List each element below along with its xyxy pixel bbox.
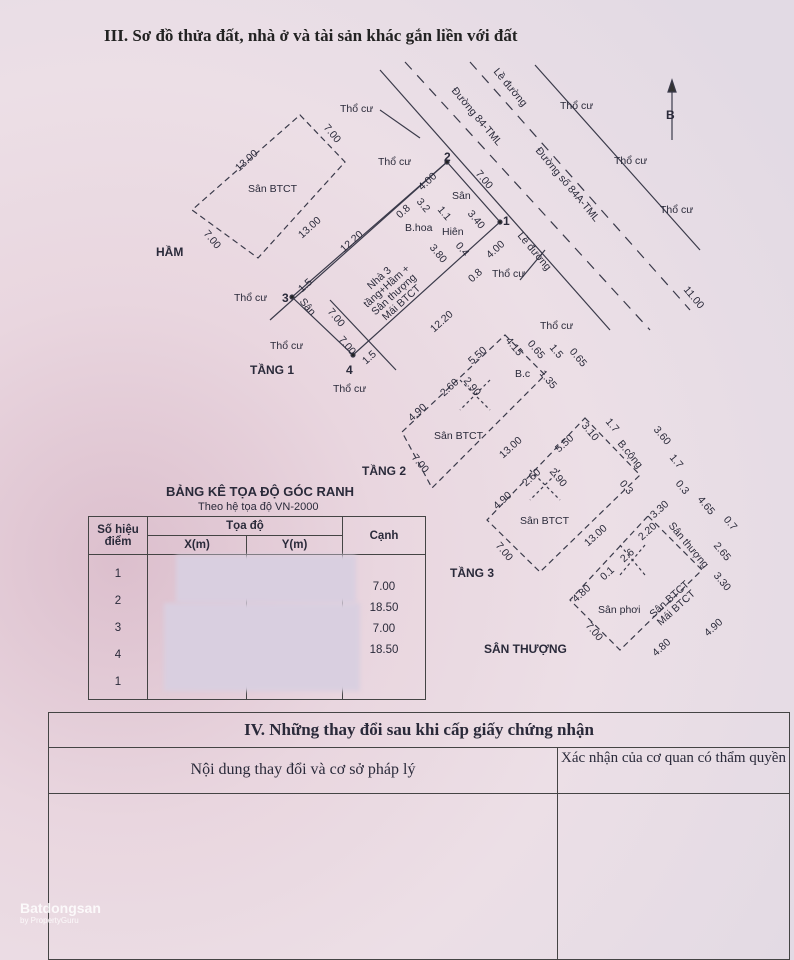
road-line [469, 61, 691, 311]
point-cell: 4 [114, 649, 122, 661]
section4-title: IV. Những thay đổi sau khi cấp giấy chứn… [49, 713, 789, 748]
point-marker [350, 352, 356, 358]
label-ham: HẦM [156, 245, 184, 259]
point-label-4: 4 [346, 363, 353, 377]
stair-markers [459, 379, 646, 576]
redacted-block [176, 555, 356, 603]
point-label-2: 2 [444, 150, 451, 164]
edge-cell: 18.50 [369, 602, 399, 614]
basement-outline [191, 114, 346, 259]
point-cell: 1 [114, 568, 122, 580]
point-label-1: 1 [503, 214, 510, 228]
label-tho-cu: Thổ cư [540, 320, 574, 332]
north-arrowhead-icon [667, 78, 677, 93]
floor3-outline [486, 417, 641, 573]
point-cell: 3 [114, 622, 122, 634]
label-san-btct: Sân BTCT [520, 515, 570, 527]
lot-line [519, 249, 546, 281]
label-b-hoa: B.hoa [405, 222, 433, 234]
label-san-thuong-title: SÂN THƯỢNG [484, 642, 567, 656]
label-tho-cu: Thổ cư [660, 204, 694, 216]
label-tho-cu: Thổ cư [492, 268, 526, 280]
point-marker [497, 219, 503, 225]
edge-cell: 18.50 [369, 644, 399, 656]
watermark-brand: Batdongsan [20, 900, 101, 916]
road-line [404, 61, 651, 331]
label-tho-cu: Thổ cư [333, 383, 367, 395]
header-point: Số hiệu điểm [88, 516, 148, 555]
road-line [534, 64, 701, 251]
label-tang3: TẦNG 3 [450, 566, 495, 580]
header-edge: Cạnh [342, 516, 426, 555]
edge-cell: 7.00 [372, 623, 396, 635]
lot-line [329, 299, 397, 371]
section4-col-confirm: Xác nhận của cơ quan có thẩm quyền [557, 747, 789, 959]
label-b-c: B.c [515, 368, 531, 380]
header-y: Y(m) [246, 535, 343, 555]
redacted-block [164, 603, 360, 691]
label-tang2: TẦNG 2 [362, 464, 407, 478]
label-tho-cu: Thổ cư [270, 340, 304, 352]
lot-line [379, 109, 421, 139]
label-san-btct: Sân BTCT [434, 430, 484, 442]
label-tho-cu: Thổ cư [340, 103, 374, 115]
coord-table-title: BẢNG KÊ TỌA ĐỘ GÓC RANH [166, 484, 355, 499]
roof-outline [569, 515, 703, 651]
label-tho-cu: Thổ cư [234, 292, 268, 304]
edge-cell: 7.00 [372, 581, 396, 593]
section4-col-content: Nội dung thay đổi và cơ sở pháp lý [49, 747, 557, 794]
section4-box: IV. Những thay đổi sau khi cấp giấy chứn… [48, 712, 790, 960]
header-x: X(m) [147, 535, 247, 555]
road-line [379, 69, 611, 331]
label-tho-cu: Thổ cư [560, 100, 594, 112]
label-tho-cu: Thổ cư [614, 155, 648, 167]
label-san: Sân [452, 190, 471, 202]
lot-line [269, 161, 448, 321]
point-column: 1 2 3 4 1 [88, 554, 148, 700]
point-cell: 2 [114, 595, 122, 607]
header-coords: Tọa độ [147, 516, 343, 536]
section3-title: III. Sơ đồ thửa đất, nhà ở và tài sản kh… [104, 26, 518, 45]
point-marker [444, 159, 450, 165]
divider [557, 793, 789, 794]
coord-table-subtitle: Theo hệ tọa độ VN-2000 [198, 501, 319, 513]
label-hien: Hiên [442, 226, 464, 238]
watermark-sub: by PropertyGuru [20, 916, 79, 925]
point-cell: 1 [114, 676, 122, 688]
point-marker [289, 294, 295, 300]
label-tang1: TẦNG 1 [250, 363, 295, 377]
label-tho-cu: Thổ cư [378, 156, 412, 168]
label-san-btct: Sân BTCT [248, 183, 298, 195]
label-san-phoi: Sân phơi [598, 604, 641, 616]
point-label-3: 3 [282, 291, 289, 305]
north-label: B [666, 108, 675, 122]
